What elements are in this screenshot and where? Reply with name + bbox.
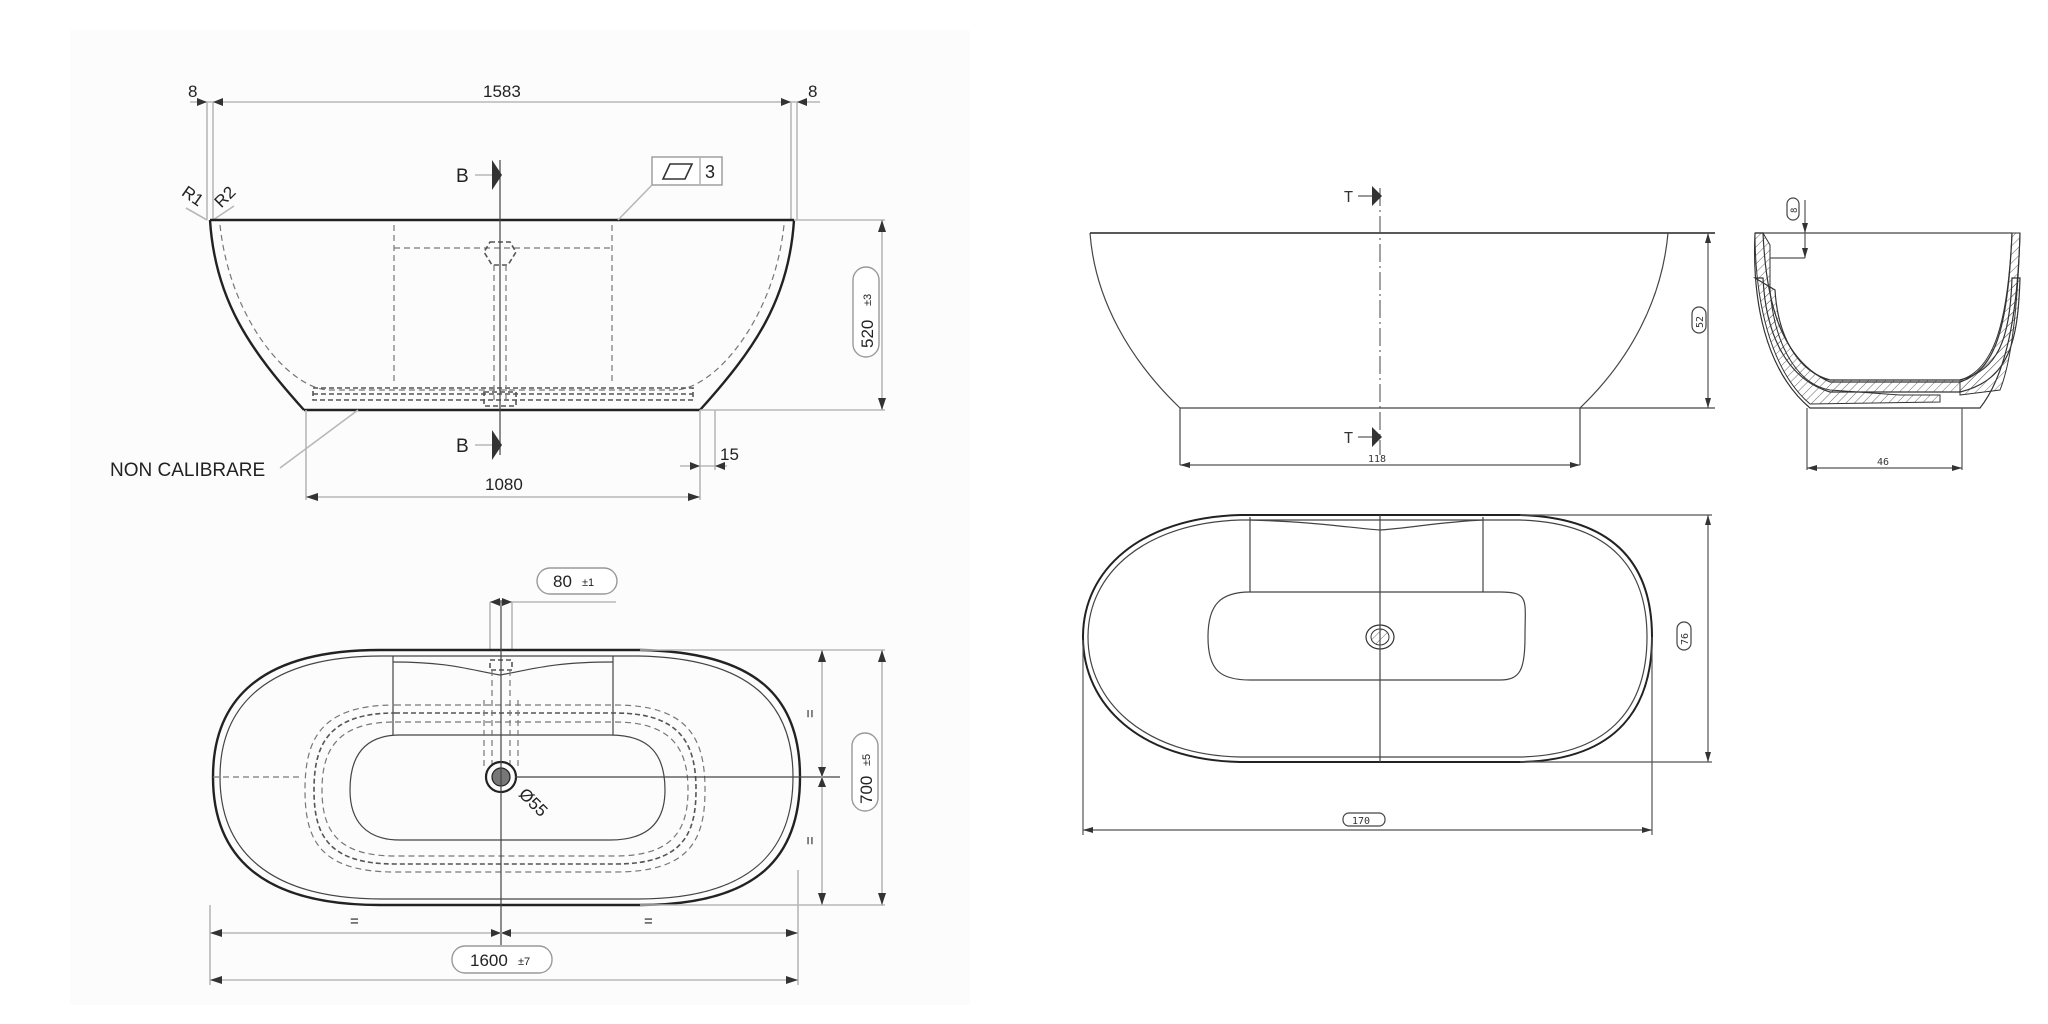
section-b-bottom-label: B — [456, 436, 469, 457]
non-calibrare-note: NON CALIBRARE — [110, 460, 265, 481]
drain-offset-value: 80 — [553, 572, 572, 591]
section-b-top-label: B — [456, 166, 469, 187]
right-section-view: 8 46 — [1752, 197, 2021, 471]
flatness-icon — [661, 163, 694, 180]
radius-r1-label: R1 — [178, 182, 207, 210]
section-t-top-label: T — [1344, 188, 1353, 206]
left-side-elevation: 8 1583 8 R1 R2 — [110, 82, 886, 501]
section-arrow-icon — [492, 430, 502, 460]
section-base-width: 46 — [1877, 457, 1889, 468]
section-arrow-icon — [492, 160, 502, 190]
right-front-view: T T 118 52 — [1089, 186, 1715, 468]
rim-thickness-value: 8 — [1790, 208, 1800, 213]
equal-top: = — [802, 709, 819, 718]
length-tolerance: ±7 — [518, 956, 530, 968]
equal-bottom: = — [802, 836, 819, 845]
radius-r2-label: R2 — [211, 183, 240, 212]
drain-diameter: Ø55 — [515, 784, 551, 820]
width-value: 700 — [857, 776, 876, 804]
width-tolerance: ±5 — [861, 754, 873, 766]
drain-offset-tolerance: ±1 — [582, 577, 594, 589]
left-top-view: 80 ±1 — [209, 567, 886, 985]
right-top-view: 76 170 — [1081, 514, 1712, 835]
base-offset-value: 15 — [720, 445, 739, 464]
dim-edge-right: 8 — [808, 82, 817, 101]
top-length-value: 170 — [1352, 816, 1370, 827]
top-width-value: 76 — [1680, 633, 1691, 645]
base-width-value: 1080 — [485, 475, 523, 494]
equal-right: = — [644, 913, 653, 930]
section-t-bottom-label: T — [1344, 429, 1353, 447]
height-tolerance: ±3 — [862, 294, 874, 306]
flatness-value: 3 — [705, 162, 715, 182]
left-drawing-panel — [70, 30, 970, 1005]
section-arrow-icon — [1372, 186, 1382, 206]
height-value: 520 — [858, 320, 877, 348]
front-height-value: 52 — [1695, 316, 1706, 328]
dim-edge-left: 8 — [188, 82, 197, 101]
dim-top-total: 1583 — [483, 82, 521, 101]
section-arrow-icon — [1372, 427, 1382, 447]
front-base-width: 118 — [1368, 454, 1386, 465]
length-value: 1600 — [470, 951, 508, 970]
equal-left: = — [350, 913, 359, 930]
